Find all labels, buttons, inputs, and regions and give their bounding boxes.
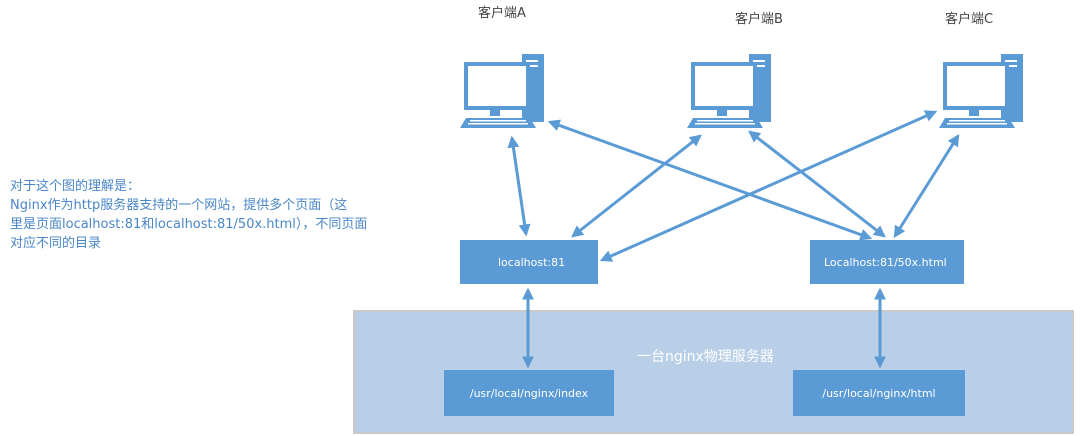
arrow-a-to-p2 — [547, 119, 873, 241]
client-a-label: 客户端A — [478, 6, 526, 21]
client-c-computer-icon — [939, 54, 1023, 128]
note-line-4: 对应不同的目录 — [10, 236, 102, 251]
dir-index-label: /usr/local/nginx/index — [469, 386, 589, 400]
arrow-c-to-p1 — [599, 110, 938, 262]
client-a-computer-icon — [460, 54, 544, 128]
note-line-1: 对于这个图的理解是： — [10, 179, 141, 194]
arrow-b-to-p1 — [571, 134, 702, 238]
server-label: 一台nginx物理服务器 — [637, 349, 774, 365]
dir-index: /usr/local/nginx/index — [444, 370, 614, 416]
explanation-note: 对于这个图的理解是： Nginx作为http服务器支持的一个网站，提供多个页面（… — [10, 177, 390, 253]
note-line-2: Nginx作为http服务器支持的一个网站，提供多个页面（这 — [10, 198, 348, 213]
page-localhost-81-label: localhost:81 — [498, 255, 566, 269]
client-c-label: 客户端C — [945, 12, 994, 27]
page-localhost-81: localhost:81 — [460, 240, 598, 284]
dir-html-label: /usr/local/nginx/html — [822, 386, 936, 400]
arrow-a-to-p1 — [507, 135, 531, 237]
client-b-label: 客户端B — [735, 12, 783, 27]
arrow-c-to-p2 — [893, 133, 960, 239]
dir-html: /usr/local/nginx/html — [793, 370, 965, 416]
note-line-3: 里是页面localhost:81和localhost:81/50x.html），… — [10, 217, 368, 232]
